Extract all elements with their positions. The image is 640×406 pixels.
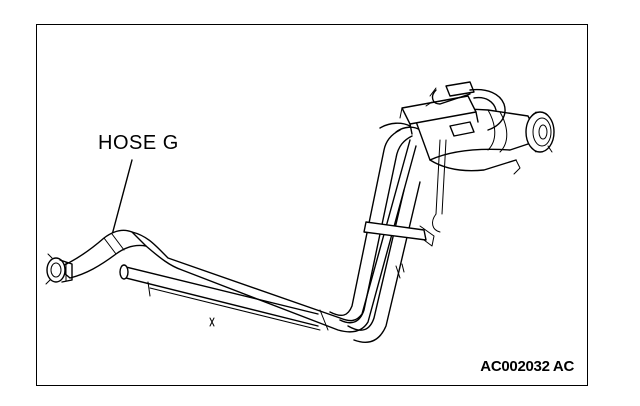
- hose-g: [45, 229, 147, 285]
- hose-g-callout: HOSE G: [98, 132, 179, 154]
- figure-frame: [36, 24, 588, 386]
- main-filler-tube: [119, 139, 417, 333]
- tube-band-clamp: [363, 221, 435, 279]
- hose-g-leader-line: [111, 159, 133, 236]
- vent-tube: [425, 81, 506, 233]
- figure-code: AC002032 AC: [480, 358, 574, 375]
- bracket-block: [399, 95, 479, 135]
